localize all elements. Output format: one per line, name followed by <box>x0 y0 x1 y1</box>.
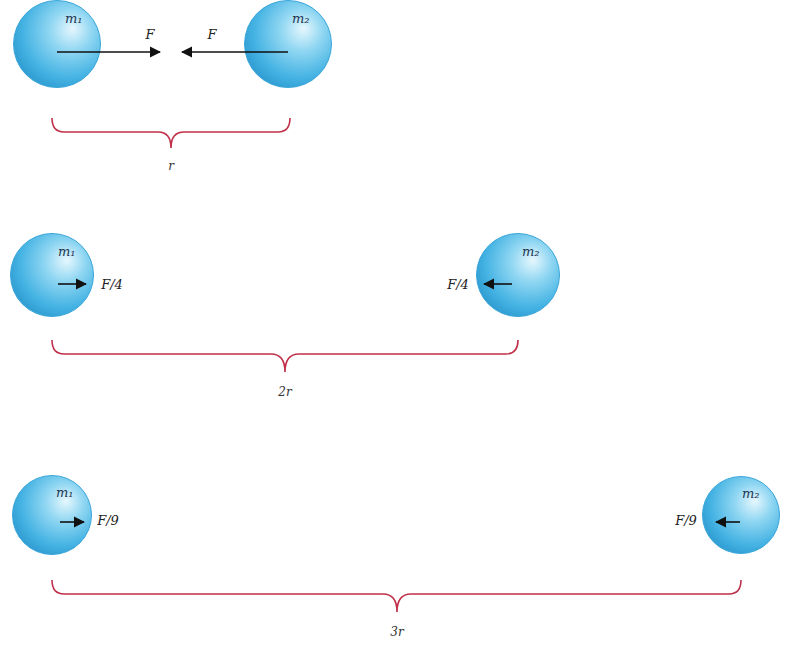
distance-bracket <box>52 118 290 148</box>
mass-sphere: m₁ <box>12 475 92 555</box>
mass-label: m₂ <box>292 12 310 25</box>
mass-sphere: m₂ <box>476 233 560 317</box>
sphere-outline <box>476 233 560 317</box>
sphere-outline <box>702 476 780 554</box>
force-label: F/9 <box>675 514 697 527</box>
sphere-shape <box>14 1 101 88</box>
mass-sphere: m₂ <box>244 0 332 88</box>
sphere-outline <box>10 233 94 317</box>
force-label: F/4 <box>447 278 469 291</box>
distance-label: r <box>168 160 174 172</box>
mass-label: m₂ <box>522 245 540 258</box>
force-label: F <box>207 28 216 41</box>
distance-bracket <box>52 580 741 612</box>
sphere-outline <box>13 0 101 88</box>
force-label: F <box>145 28 154 41</box>
distance-bracket <box>52 340 518 372</box>
force-label: F/9 <box>97 514 119 527</box>
distance-label: 3r <box>390 626 403 638</box>
sphere-outline <box>244 0 332 88</box>
sphere-shape <box>477 234 560 317</box>
sphere-shape <box>703 477 780 554</box>
force-label: F/4 <box>101 278 123 291</box>
sphere-outline <box>12 475 92 555</box>
distance-label: 2r <box>278 386 291 398</box>
sphere-shape <box>11 234 94 317</box>
mass-sphere: m₁ <box>10 233 94 317</box>
sphere-shape <box>13 476 92 555</box>
mass-sphere: m₁ <box>13 0 101 88</box>
mass-label: m₁ <box>65 12 83 25</box>
mass-label: m₂ <box>742 487 760 500</box>
mass-sphere: m₂ <box>702 476 780 554</box>
sphere-shape <box>245 1 332 88</box>
mass-label: m₁ <box>56 486 74 499</box>
mass-label: m₁ <box>58 245 76 258</box>
